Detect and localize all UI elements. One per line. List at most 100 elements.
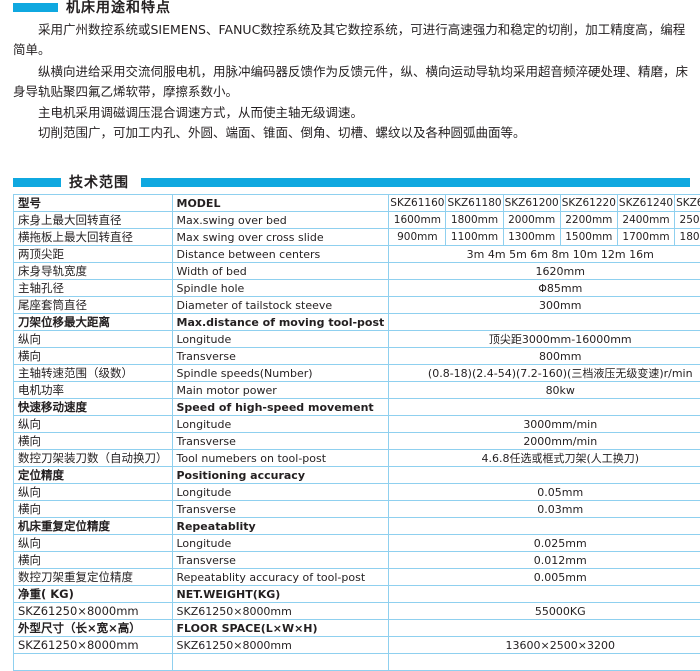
row-en: Spindle hole (171, 279, 390, 297)
row-en (171, 653, 390, 671)
row-en: Repeatablity (171, 517, 390, 535)
row-en: Speed of high-speed movement (171, 398, 390, 416)
value-cell: 3m 4m 5m 6m 8m 10m 12m 16m (388, 245, 700, 263)
value-cell: 2200mm (559, 211, 618, 229)
row-en: SKZ61250×8000mm (171, 636, 390, 654)
row-en: Main motor power (171, 381, 390, 399)
row-cn: SKZ61250×8000mm (13, 636, 173, 654)
value-cell: 3000mm/min (388, 415, 700, 433)
row-cn: 床身导轨宽度 (13, 262, 173, 280)
value-cell: 900mm (388, 228, 447, 246)
value-cell: 2500mm (674, 211, 700, 229)
value-cell: 55000KG (388, 602, 700, 620)
value-cell: 2400mm (616, 211, 676, 229)
paragraph: 主电机采用调磁调压混合调速方式，从而使主轴无级调速。 (13, 105, 364, 120)
row-cn: 床身上最大回转直径 (13, 211, 173, 229)
header-en: MODEL (171, 194, 390, 212)
row-cn (13, 653, 173, 671)
model-cell: SKZ61250 (674, 194, 700, 212)
row-cn: 刀架位移最大距离 (13, 313, 173, 331)
row-cn: 尾座套筒直径 (13, 296, 173, 314)
row-en: FLOOR SPACE(L×W×H) (171, 619, 390, 637)
spec-table: 型号 MODEL SKZ61160 SKZ61180 SKZ61200 SKZ6… (13, 194, 700, 671)
table-row: 床身上最大回转直径 Max.swing over bed 1600mm 1800… (13, 211, 700, 229)
section-title: 技术范围 (69, 175, 129, 191)
row-cn: 横向 (13, 347, 173, 365)
model-cell: SKZ61160 (388, 194, 447, 212)
row-cn: 数控刀架重复定位精度 (13, 568, 173, 586)
row-cn: 横拖板上最大回转直径 (13, 228, 173, 246)
table-row: 横拖板上最大回转直径 Max swing over cross slide 90… (13, 228, 700, 246)
table-row: 净重( KG)NET.WEIGHT(KG) (13, 585, 700, 603)
model-cell: SKZ61220 (559, 194, 618, 212)
section-title: 机床用途和特点 (66, 0, 171, 16)
row-cn: 纵向 (13, 483, 173, 501)
value-cell: 1800mm (445, 211, 504, 229)
value-cell: 1100mm (445, 228, 504, 246)
table-header-row: 型号 MODEL SKZ61160 SKZ61180 SKZ61200 SKZ6… (13, 194, 700, 212)
value-cell: 80kw (388, 381, 700, 399)
value-cell: 1300mm (502, 228, 561, 246)
paragraph: 采用广州数控系统或SIEMENS、FANUC数控系统及其它数控系统，可进行高速强… (13, 22, 686, 57)
row-en: SKZ61250×8000mm (171, 602, 390, 620)
value-cell (388, 313, 700, 331)
model-cell: SKZ61200 (502, 194, 561, 212)
value-cell (388, 619, 700, 637)
row-en: Diameter of tailstock steeve (171, 296, 390, 314)
row-en: Longitude (171, 534, 390, 552)
row-en: NET.WEIGHT(KG) (171, 585, 390, 603)
value-cell: 1600mm (388, 211, 447, 229)
row-cn: 主轴孔径 (13, 279, 173, 297)
value-cell: 800mm (388, 347, 700, 365)
value-cell: 1500mm (559, 228, 618, 246)
value-cell: 0.025mm (388, 534, 700, 552)
row-en: Max.swing over bed (171, 211, 390, 229)
row-en: Transverse (171, 432, 390, 450)
row-en: Transverse (171, 347, 390, 365)
value-cell: 0.005mm (388, 568, 700, 586)
row-cn: 外型尺寸（长×宽×高） (13, 619, 173, 637)
paragraph: 切削范围广，可加工内孔、外圆、端面、锥面、倒角、切槽、螺纹以及各种圆弧曲面等。 (13, 125, 526, 140)
value-cell (388, 517, 700, 535)
row-en: Max.distance of moving tool-post (171, 313, 390, 331)
value-cell (388, 585, 700, 603)
row-en: Longitude (171, 415, 390, 433)
value-cell: (0.8-18)(2.4-54)(7.2-160)(三档液压无级变速)r/min (388, 364, 700, 382)
row-en: Transverse (171, 551, 390, 569)
value-cell: 2000mm (502, 211, 561, 229)
row-cn: 快速移动速度 (13, 398, 173, 416)
row-en: Width of bed (171, 262, 390, 280)
row-en: Repeatablity accuracy of tool-post (171, 568, 390, 586)
row-en: Distance between centers (171, 245, 390, 263)
section-header-specs: 技术范围 (13, 175, 690, 191)
row-cn: 横向 (13, 432, 173, 450)
row-en: Longitude (171, 330, 390, 348)
row-cn: 数控刀架装刀数（自动换刀） (13, 449, 173, 467)
row-cn: SKZ61250×8000mm (13, 602, 173, 620)
value-cell (388, 466, 700, 484)
row-cn: 纵向 (13, 534, 173, 552)
value-cell: 0.012mm (388, 551, 700, 569)
value-cell: 1700mm (616, 228, 676, 246)
paragraph: 纵横向进给采用交流伺服电机，用脉冲编码器反馈作为反馈元件，纵、横向运动导轨均采用… (13, 64, 689, 99)
header-stripe-icon (13, 177, 61, 187)
row-en: Positioning accuracy (171, 466, 390, 484)
row-cn: 定位精度 (13, 466, 173, 484)
value-cell: 1800mm (674, 228, 700, 246)
row-en: Tool numebers on tool-post (171, 449, 390, 467)
